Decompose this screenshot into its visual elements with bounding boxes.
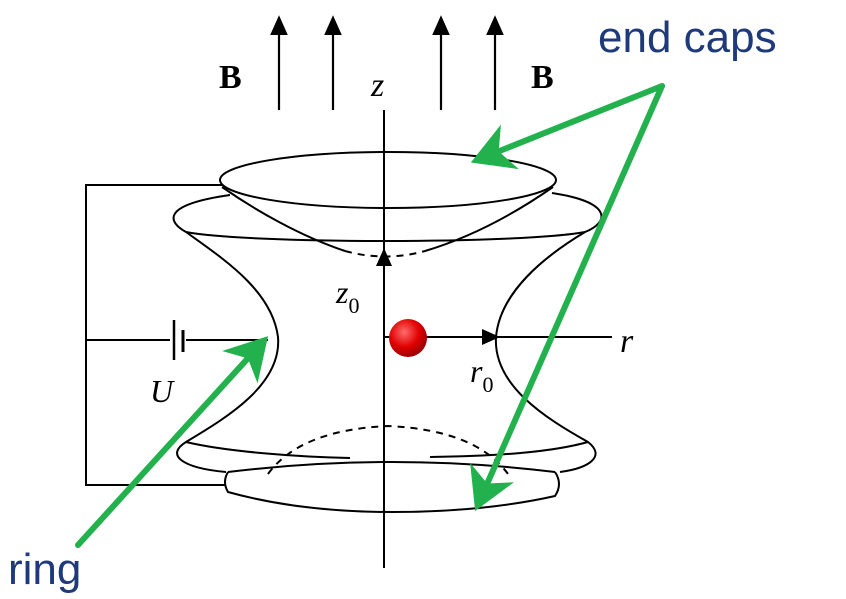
circuit-wire	[85, 184, 226, 486]
z0-label-main: z	[335, 274, 349, 310]
ring-lower-rim-left	[185, 441, 351, 459]
end-caps-arrow-bottom	[470, 83, 665, 511]
r0-label: r0	[470, 353, 493, 397]
field-label-right: B	[531, 59, 554, 96]
bottom-cap-hidden-surface	[267, 424, 509, 475]
r-axis-label: r	[620, 323, 634, 360]
bottom-cap-rim	[224, 471, 560, 514]
trapped-particle	[389, 319, 427, 357]
ring-upper-rim	[185, 231, 586, 242]
ring-label: ring	[8, 545, 81, 594]
z0-label: z0	[335, 274, 359, 318]
magnetic-field-arrows	[270, 15, 504, 110]
r0-label-sub: 0	[482, 372, 493, 397]
end-caps-arrow-top	[470, 83, 665, 170]
ring-electrode	[172, 192, 603, 473]
z-axis-label: z	[370, 67, 384, 104]
top-cap-left-surface	[221, 186, 346, 252]
annotation-arrows	[75, 83, 665, 548]
top-cap-rim	[219, 151, 557, 209]
end-caps-label: end caps	[598, 13, 777, 62]
ring-left-contour	[172, 194, 280, 473]
ring-arrow	[75, 336, 269, 548]
field-label-left: B	[219, 59, 242, 96]
ring-lower-rim-right	[429, 441, 589, 458]
r0-label-main: r	[470, 353, 483, 389]
z0-label-sub: 0	[348, 293, 359, 318]
voltage-label: U	[150, 373, 175, 409]
top-cap-right-surface	[424, 186, 554, 252]
